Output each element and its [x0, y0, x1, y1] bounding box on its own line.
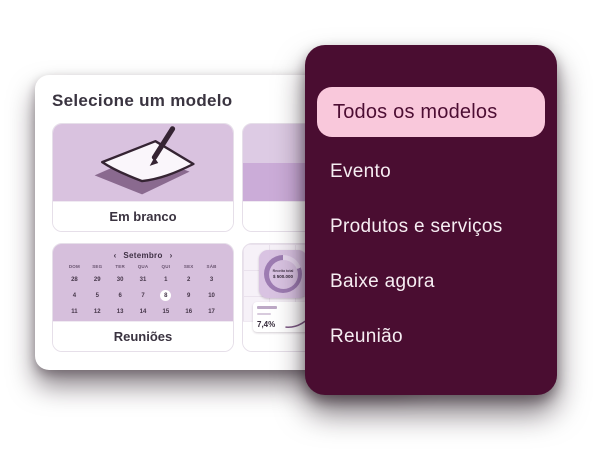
calendar-day: 10: [208, 292, 215, 299]
calendar-day: 17: [208, 308, 215, 315]
weekday-label: SEG: [92, 264, 103, 269]
weekday-label: QUA: [137, 264, 149, 269]
weekday-label: TER: [115, 264, 125, 269]
blank-template-thumbnail: [53, 124, 233, 201]
template-card-meetings[interactable]: ‹ Setembro › DOM SEG TER QUA QUI SEX SÁB: [52, 243, 234, 352]
kpi-value: 7,4%: [257, 320, 276, 329]
calendar-day: 5: [95, 292, 99, 299]
calendar-weekday-row: DOM SEG TER QUA QUI SEX SÁB: [63, 264, 223, 269]
pencil-paper-icon: [94, 126, 195, 195]
calendar-day: 30: [116, 276, 124, 283]
calendar-prev-button[interactable]: ‹: [113, 250, 117, 260]
menu-item-reuniao[interactable]: Reunião: [330, 325, 403, 347]
calendar-day: 29: [93, 276, 101, 283]
menu-item-produtos-e-servicos[interactable]: Produtos e serviços: [330, 215, 503, 237]
weekday-label: QUI: [161, 264, 171, 269]
category-filter-panel: Todos os modelos Evento Produtos e servi…: [305, 45, 557, 395]
template-label-blank: Em branco: [53, 201, 233, 231]
calendar-day-selected: 8: [160, 290, 172, 301]
calendar-day: 4: [72, 292, 77, 299]
calendar-day: 3: [209, 276, 214, 283]
calendar-day: 7: [141, 292, 145, 299]
calendar-month-label: Setembro: [123, 251, 163, 260]
menu-item-baixe-agora[interactable]: Baixe agora: [330, 270, 435, 292]
calendar-week-row: 4 5 6 7 8 9 10: [63, 290, 223, 301]
calendar-day: 2: [187, 276, 191, 283]
calendar-next-button[interactable]: ›: [169, 250, 173, 260]
calendar-day: 13: [116, 308, 124, 315]
kpi-title-placeholder: [257, 306, 277, 309]
revenue-donut-tile: Receita total $ 500.000: [259, 250, 307, 298]
menu-item-todos-os-modelos[interactable]: Todos os modelos: [317, 87, 545, 137]
weekday-label: SÁB: [206, 264, 217, 269]
calendar-day: 9: [187, 292, 191, 299]
weekday-label: DOM: [68, 264, 80, 269]
calendar-day: 6: [118, 292, 122, 299]
template-label-meetings: Reuniões: [53, 321, 233, 351]
weekday-label: SEX: [183, 264, 194, 269]
page-title: Selecione um modelo: [52, 91, 233, 110]
donut-chart-icon: Receita total $ 500.000: [264, 255, 302, 293]
calendar-day: 16: [185, 308, 193, 315]
calendar-day: 31: [139, 276, 147, 283]
donut-value: $ 500.000: [272, 274, 294, 279]
donut-label: Receita total: [272, 269, 294, 273]
calendar-template-thumbnail: ‹ Setembro › DOM SEG TER QUA QUI SEX SÁB: [53, 244, 233, 321]
calendar-week-row: 28 29 30 31 1 2 3: [63, 274, 223, 285]
menu-item-evento[interactable]: Evento: [330, 160, 391, 182]
mini-calendar: ‹ Setembro › DOM SEG TER QUA QUI SEX SÁB: [53, 244, 233, 321]
kpi-subtitle-placeholder: [257, 313, 271, 315]
calendar-day: 11: [71, 308, 78, 315]
template-card-blank[interactable]: Em branco: [52, 123, 234, 232]
category-menu-list: Evento Produtos e serviços Baixe agora R…: [305, 144, 557, 364]
calendar-day: 12: [93, 308, 101, 315]
calendar-day: 14: [139, 308, 147, 315]
calendar-day: 28: [71, 276, 78, 283]
calendar-day: 15: [162, 308, 170, 315]
calendar-week-row: 11 12 13 14 15 16 17: [63, 306, 223, 317]
calendar-day: 1: [164, 276, 168, 283]
